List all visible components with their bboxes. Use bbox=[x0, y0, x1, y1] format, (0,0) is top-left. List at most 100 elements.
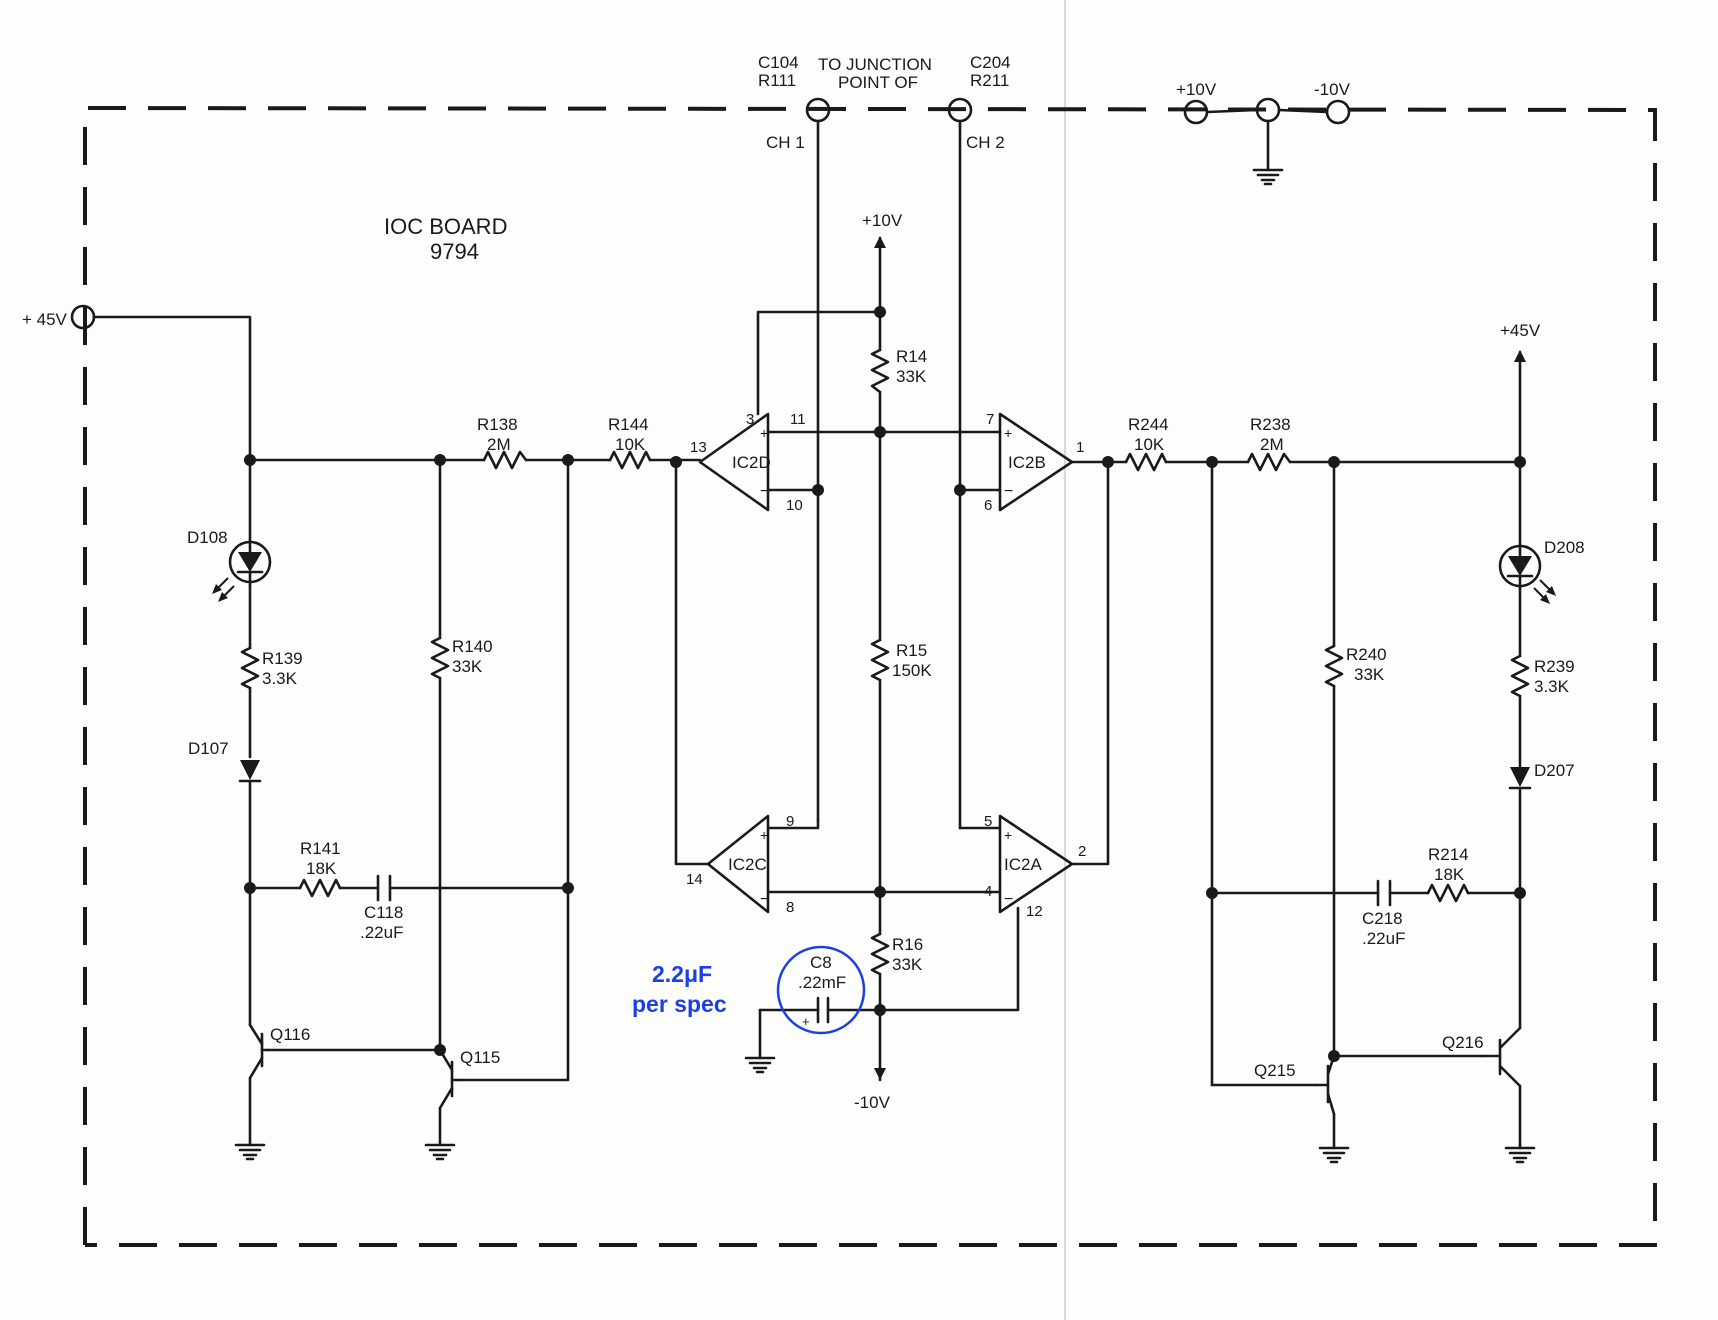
left-wiring bbox=[92, 315, 702, 1082]
ic2c-label: IC2C bbox=[728, 855, 767, 874]
svg-text:+: + bbox=[1004, 827, 1012, 843]
resistor-r140 bbox=[430, 636, 450, 680]
label-r111: R111 bbox=[758, 71, 796, 90]
opamp-ic2c: +− bbox=[706, 814, 769, 914]
svg-text:−: − bbox=[760, 891, 769, 908]
capacitor-c218 bbox=[1376, 879, 1392, 907]
r214-ref: R214 bbox=[1428, 845, 1469, 864]
resistor-r214 bbox=[1426, 883, 1470, 903]
c8-value: .22mF bbox=[798, 973, 846, 992]
resistor-r139 bbox=[240, 646, 260, 690]
r140-value: 33K bbox=[452, 657, 483, 676]
svg-text:−: − bbox=[1004, 483, 1013, 500]
resistor-r141 bbox=[298, 878, 342, 898]
r239-ref: R239 bbox=[1534, 657, 1575, 676]
annotation-circle bbox=[776, 945, 866, 1035]
r240-value: 33K bbox=[1354, 665, 1385, 684]
resistor-r14 bbox=[870, 348, 890, 394]
ic2d-pin10: 10 bbox=[786, 497, 803, 514]
r141-value: 18K bbox=[306, 859, 337, 878]
ic2a-label: IC2A bbox=[1004, 855, 1042, 874]
r244-ref: R244 bbox=[1128, 415, 1169, 434]
r239-value: 3.3K bbox=[1534, 677, 1570, 696]
r144-ref: R144 bbox=[608, 415, 649, 434]
svg-text:+: + bbox=[760, 827, 768, 843]
opamp-ic2b: +− bbox=[998, 412, 1074, 512]
resistor-r16 bbox=[870, 932, 890, 976]
ground-q116 bbox=[234, 1143, 266, 1161]
resistor-r240 bbox=[1324, 644, 1344, 688]
label-junction-line2: POINT OF bbox=[838, 73, 918, 92]
diode-d107 bbox=[238, 760, 262, 783]
capacitor-c8: + bbox=[758, 996, 882, 1060]
c8-ref: C8 bbox=[810, 953, 832, 972]
label-right-45v: +45V bbox=[1500, 321, 1541, 340]
label-r211: R211 bbox=[970, 71, 1009, 90]
channel-wiring bbox=[674, 119, 1110, 866]
r14-ref: R14 bbox=[896, 347, 927, 366]
ground-q216 bbox=[1504, 1146, 1536, 1164]
svg-text:+: + bbox=[1004, 425, 1012, 441]
right-junction-dots bbox=[1102, 456, 1526, 1062]
capacitor-c118 bbox=[376, 874, 392, 902]
ground-q115 bbox=[424, 1143, 456, 1161]
transistor-q115 bbox=[438, 1048, 460, 1147]
r16-value: 33K bbox=[892, 955, 923, 974]
supply-terminals bbox=[1183, 97, 1351, 172]
resistor-r15 bbox=[870, 638, 890, 682]
transistor-q215 bbox=[1314, 1054, 1336, 1150]
opamp-ic2a: +− bbox=[998, 814, 1074, 914]
label-c204: C204 bbox=[970, 53, 1011, 72]
q116-ref: Q116 bbox=[270, 1025, 310, 1044]
transistor-q216 bbox=[1480, 1026, 1522, 1150]
r144-value: 10K bbox=[615, 435, 646, 454]
board-title: IOC BOARD bbox=[384, 214, 507, 239]
label-plus10v-top: +10V bbox=[1176, 80, 1217, 99]
r140-ref: R140 bbox=[452, 637, 493, 656]
led-d108 bbox=[212, 538, 272, 602]
d208-ref: D208 bbox=[1544, 538, 1585, 557]
resistor-r238 bbox=[1246, 452, 1292, 472]
r14-value: 33K bbox=[896, 367, 927, 386]
c218-value: .22uF bbox=[1362, 929, 1405, 948]
label-ch1: CH 1 bbox=[766, 133, 805, 152]
q216-ref: Q216 bbox=[1442, 1033, 1484, 1052]
r214-value: 18K bbox=[1434, 865, 1465, 884]
ic2d-pin13: 13 bbox=[690, 439, 707, 456]
svg-text:−: − bbox=[1004, 891, 1013, 908]
ic2a-pin4: 4 bbox=[984, 883, 992, 900]
r139-ref: R139 bbox=[262, 649, 303, 668]
q115-ref: Q115 bbox=[460, 1048, 500, 1067]
r139-value: 3.3K bbox=[262, 669, 298, 688]
transistor-q116 bbox=[248, 1023, 270, 1147]
label-bottom-minus10v: -10V bbox=[854, 1093, 891, 1112]
r240-ref: R240 bbox=[1346, 645, 1387, 664]
c218-ref: C218 bbox=[1362, 909, 1403, 928]
annotation-line2: per spec bbox=[632, 991, 727, 1017]
top-connector-labels: C104 R111 TO JUNCTION POINT OF C204 R211… bbox=[758, 53, 1351, 152]
ic2b-pin1: 1 bbox=[1076, 439, 1084, 456]
label-c104: C104 bbox=[758, 53, 799, 72]
d207-ref: D207 bbox=[1534, 761, 1575, 780]
r138-value: 2M bbox=[487, 435, 511, 454]
ic2c-pin8: 8 bbox=[786, 899, 794, 916]
r15-value: 150K bbox=[892, 661, 932, 680]
right-wiring bbox=[1106, 350, 1526, 1087]
svg-text:−: − bbox=[760, 483, 769, 500]
c118-ref: C118 bbox=[364, 903, 403, 922]
label-left-45v: + 45V bbox=[22, 310, 68, 329]
ic2c-pin14: 14 bbox=[686, 871, 703, 888]
ic2d-label: IC2D bbox=[732, 453, 771, 472]
r138-ref: R138 bbox=[477, 415, 518, 434]
d107-ref: D107 bbox=[188, 739, 229, 758]
ic2a-pin12: 12 bbox=[1026, 903, 1043, 920]
r244-value: 10K bbox=[1134, 435, 1165, 454]
r16-ref: R16 bbox=[892, 935, 923, 954]
resistor-r244 bbox=[1124, 452, 1168, 472]
led-d208 bbox=[1498, 543, 1556, 604]
ic2d-pin3: 3 bbox=[746, 411, 754, 428]
ic2b-label: IC2B bbox=[1008, 453, 1046, 472]
label-junction-line1: TO JUNCTION bbox=[818, 55, 932, 74]
board-outline bbox=[83, 105, 1657, 1247]
